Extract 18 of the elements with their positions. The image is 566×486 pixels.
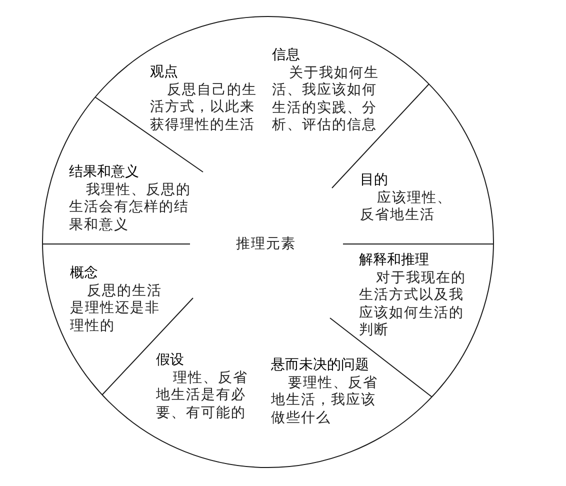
sector-heading: 目的 (360, 172, 388, 190)
sector-text: 关于我如何生活、我应该如何生活的实践、分析、评估的信息 (272, 64, 380, 134)
sector-heading: 解释和推理 (359, 252, 429, 270)
sector-text: 对于我现在的生活方式以及我应该如何生活的判断 (359, 270, 467, 340)
sector-heading: 假设 (156, 352, 184, 370)
sector-heading: 悬而未决的问题 (271, 357, 369, 374)
sector-text: 反思的生活是理性还是非理性的 (70, 282, 163, 335)
sector-text: 理性、反省地生活是有必要、有可能的 (156, 370, 249, 422)
sector-heading: 观点 (150, 64, 178, 82)
sector-text: 要理性、反省地生活，我应该做些什么 (271, 374, 379, 427)
sector-heading: 概念 (70, 265, 98, 282)
sector-text: 反思自己的生活方式，以此来获得理性的生活 (150, 82, 258, 134)
sector-text: 应该理性、反省地生活 (360, 190, 453, 224)
sector-heading: 信息 (272, 47, 300, 64)
sector-text: 我理性、反思的生活会有怎样的结果和意义 (69, 182, 192, 234)
center-label: 推理元素 (236, 235, 296, 253)
sector-heading: 结果和意义 (69, 164, 139, 182)
circle-outline (42, 16, 494, 468)
